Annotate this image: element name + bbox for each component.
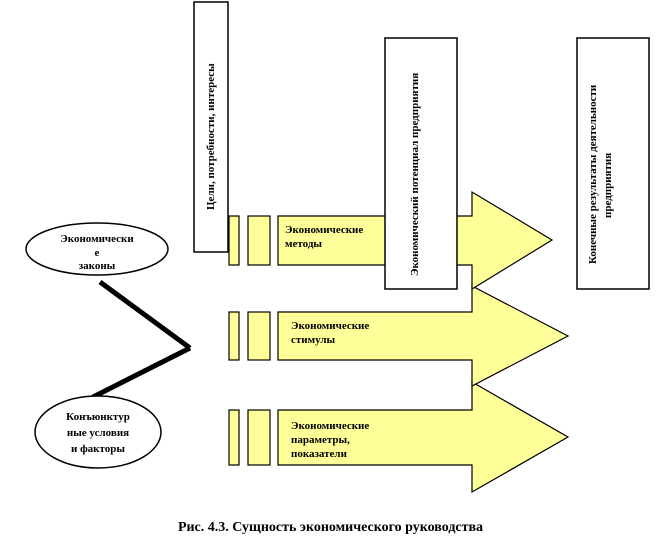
arrow-parameters-bar-2 xyxy=(247,409,271,466)
oval-conditions-label-1: Конъюнктур xyxy=(66,411,130,423)
box-goals-frame xyxy=(193,1,229,253)
arrow-stimuli: Экономические стимулы xyxy=(228,285,570,387)
arrow-parameters-label-1: Экономические xyxy=(291,420,369,432)
arrow-parameters-label-2: параметры, xyxy=(291,434,350,446)
oval-laws-label-2: е xyxy=(95,247,100,259)
box-goals-label: Цели, потребности, интересы xyxy=(205,63,217,210)
arrow-parameters-label-3: показатели xyxy=(291,448,348,460)
box-results-frame xyxy=(576,37,650,290)
oval-conditions-label-3: и факторы xyxy=(71,443,125,455)
arrow-stimuli-label-1: Экономические xyxy=(291,320,369,332)
box-potential: Экономический потенциал предприятия xyxy=(384,37,458,290)
arrow-stimuli-bar-1 xyxy=(228,311,240,361)
connector-lines xyxy=(91,279,192,400)
oval-conditions-shape xyxy=(34,395,162,469)
box-results: Конечные результаты деятельности предпри… xyxy=(576,37,650,290)
box-potential-frame xyxy=(384,37,458,290)
arrow-stimuli-label-2: стимулы xyxy=(291,334,336,346)
oval-laws-label-3: законы xyxy=(79,260,116,272)
arrow-methods-label-1: Экономические xyxy=(285,224,363,236)
arrow-parameters-body xyxy=(277,380,570,494)
arrow-methods-bar-2 xyxy=(247,215,271,266)
box-results-label-1: Конечные результаты деятельности xyxy=(587,84,599,264)
figure-caption: Рис. 4.3. Сущность экономического руково… xyxy=(177,520,484,535)
arrow-methods-label-2: методы xyxy=(285,238,322,250)
arrow-parameters: Экономические параметры, показатели xyxy=(228,380,570,494)
oval-laws: Экономически е законы xyxy=(25,222,169,276)
oval-laws-label-1: Экономически xyxy=(60,233,134,245)
oval-laws-shape xyxy=(25,222,169,276)
arrow-stimuli-bar-2 xyxy=(247,311,271,361)
arrow-stimuli-body xyxy=(277,285,570,387)
oval-conditions: Конъюнктур ные условия и факторы xyxy=(34,395,162,469)
box-goals: Цели, потребности, интересы xyxy=(193,1,229,253)
oval-conditions-label-2: ные условия xyxy=(67,427,129,439)
connector-conditions xyxy=(91,345,192,400)
box-results-label-2: предприятия xyxy=(602,153,614,218)
arrow-methods-bar-1 xyxy=(228,215,240,266)
arrow-parameters-bar-1 xyxy=(228,409,240,466)
box-potential-label: Экономический потенциал предприятия xyxy=(409,73,421,276)
diagram-canvas: Экономические параметры, показатели Экон… xyxy=(25,1,650,494)
connector-laws xyxy=(98,279,192,351)
